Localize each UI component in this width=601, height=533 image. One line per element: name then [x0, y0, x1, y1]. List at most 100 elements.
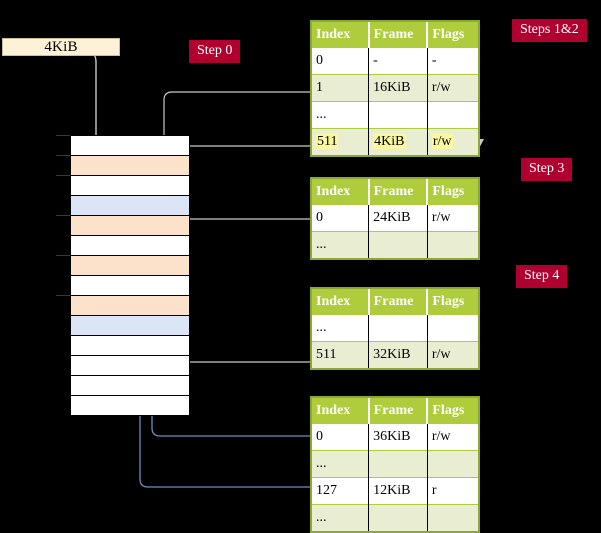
cell-index: 1: [312, 74, 370, 102]
step-badge-step-4: Step 4: [516, 265, 568, 288]
step-badge-label: Step 3: [529, 161, 565, 176]
column-header-flags: Flags: [427, 179, 478, 205]
cell-flags: r/w: [427, 74, 478, 102]
cell-flags: r/w: [427, 128, 478, 155]
memory-cell-free: [70, 375, 190, 396]
cell-frame: 32KiB: [368, 341, 428, 368]
cell-frame: [368, 101, 428, 129]
cell-index: 511: [312, 341, 370, 368]
memory-scale-tick: [56, 175, 70, 176]
cell-flags: r/w: [427, 341, 478, 368]
memory-cell-free: [70, 235, 190, 256]
cell-index: 127: [312, 477, 370, 505]
cell-flags: r: [427, 477, 478, 505]
column-header-index: Index: [312, 289, 370, 315]
table-row: ...: [312, 450, 478, 478]
highlighted-value: 511: [316, 134, 339, 149]
memory-scale-tick: [56, 295, 70, 296]
cell-frame: 16KiB: [368, 74, 428, 102]
cell-index: ...: [312, 314, 370, 342]
table-row: ...: [312, 231, 478, 258]
cell-index: ...: [312, 231, 370, 258]
column-header-index: Index: [312, 398, 370, 424]
arrow-step0-vpage-to-table: [89, 51, 103, 152]
column-header-flags: Flags: [427, 289, 478, 315]
column-header-flags: Flags: [427, 22, 478, 48]
cell-index: ...: [312, 101, 370, 129]
cell-index: 511: [312, 128, 370, 155]
cell-index: ...: [312, 450, 370, 478]
cell-frame: [368, 504, 428, 531]
cell-index: ...: [312, 504, 370, 531]
memory-cell-free: [70, 395, 190, 416]
memory-cell-table: [70, 215, 190, 236]
memory-cell-frame: [70, 195, 190, 216]
column-header-frame: Frame: [368, 22, 429, 48]
virtual-page-label: 4KiB: [44, 38, 78, 55]
cell-index: 0: [312, 423, 370, 451]
column-header-frame: Frame: [368, 398, 429, 424]
memory-cell-free: [70, 335, 190, 356]
cell-frame: 12KiB: [368, 477, 428, 505]
step-badge-label: Step 0: [197, 43, 233, 58]
column-header-index: Index: [312, 179, 370, 205]
cell-index: 0: [312, 204, 370, 232]
cell-frame: 36KiB: [368, 423, 428, 451]
table-row: 0--: [312, 47, 478, 75]
memory-cell-free: [70, 135, 190, 156]
step-badge-step-3: Step 3: [521, 158, 573, 181]
virtual-page-box: 4KiB: [2, 38, 120, 56]
step-badge-step-0: Step 0: [189, 40, 241, 63]
cell-frame: 24KiB: [368, 204, 428, 232]
step-badge-steps-1-2: Steps 1&2: [512, 19, 587, 42]
memory-scale-tick: [56, 135, 70, 136]
memory-cell-table: [70, 155, 190, 176]
step-badge-label: Steps 1&2: [520, 22, 579, 37]
table-row: ...: [312, 504, 478, 531]
column-header-index: Index: [312, 22, 370, 48]
table-row: ...: [312, 101, 478, 129]
cell-frame: 4KiB: [368, 128, 428, 155]
cell-frame: [368, 314, 428, 342]
cell-frame: [368, 231, 428, 258]
memory-scale-tick: [56, 155, 70, 156]
highlighted-value: r/w: [431, 134, 453, 149]
memory-cell-free: [70, 175, 190, 196]
cell-index: 0: [312, 47, 370, 75]
cell-flags: [427, 314, 478, 342]
cell-frame: -: [368, 47, 428, 75]
memory-cell-free: [70, 355, 190, 376]
table-row: ...: [312, 314, 478, 342]
memory-cell-table: [70, 295, 190, 316]
memory-cell-free: [70, 275, 190, 296]
table-row: 511 4KiB r/w: [312, 128, 478, 155]
cell-flags: r/w: [427, 423, 478, 451]
physical-memory-column: [56, 135, 190, 416]
memory-scale-tick: [56, 255, 70, 256]
cell-flags: [427, 231, 478, 258]
highlighted-value: 4KiB: [373, 134, 406, 149]
column-header-frame: Frame: [368, 289, 429, 315]
memory-cell-table: [70, 255, 190, 276]
cell-flags: [427, 504, 478, 531]
cell-flags: r/w: [427, 204, 478, 232]
cell-flags: -: [427, 47, 478, 75]
memory-cell-frame: [70, 315, 190, 336]
step-badge-label: Step 4: [524, 268, 560, 283]
cell-flags: [427, 101, 478, 129]
memory-scale-tick: [56, 215, 70, 216]
column-header-frame: Frame: [368, 179, 429, 205]
